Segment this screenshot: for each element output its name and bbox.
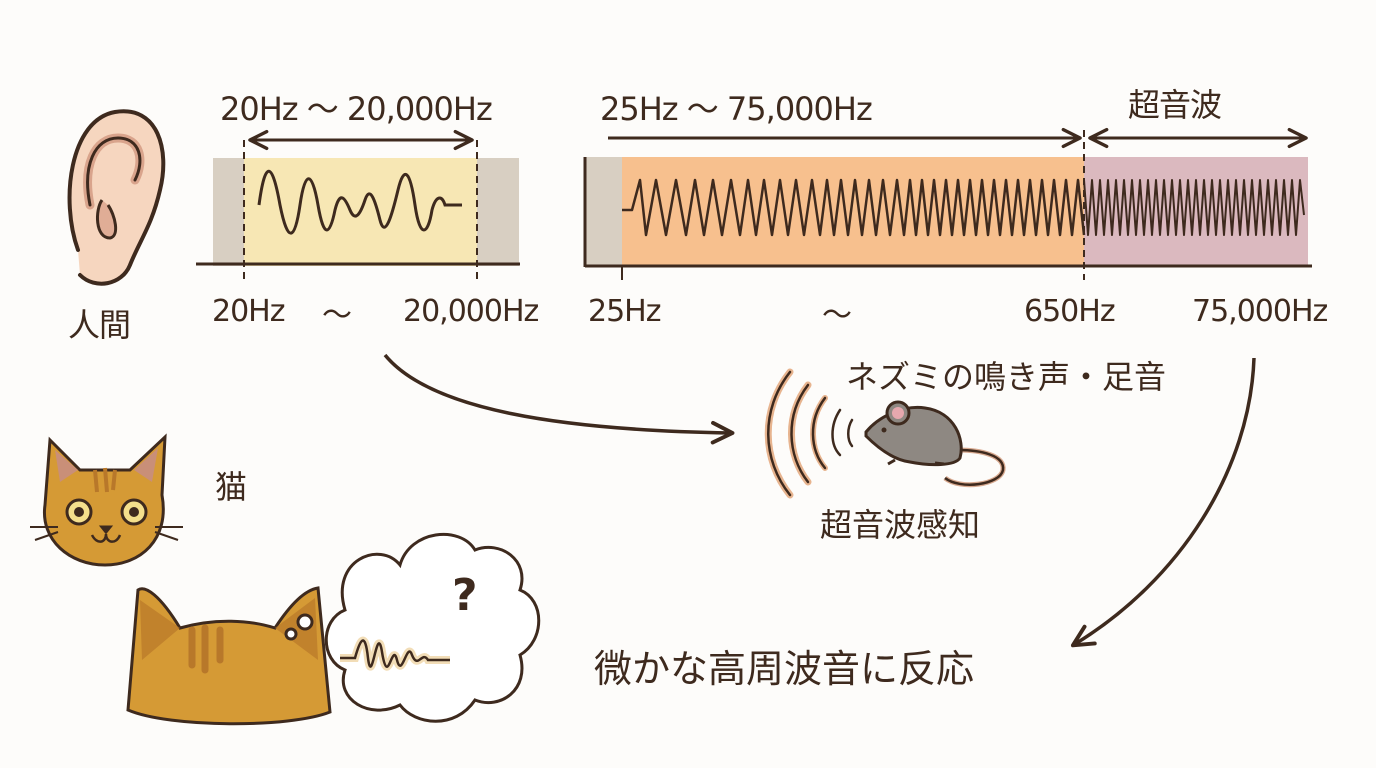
- cat-label: 猫: [215, 468, 247, 506]
- human-axis-min: 20Hz: [212, 294, 285, 329]
- arrow-to-reaction: [1070, 357, 1256, 648]
- cat-back-icon: [126, 586, 332, 726]
- ultrasonic-title: 超音波: [1128, 86, 1222, 124]
- cat-axis-max: 75,000Hz: [1192, 294, 1328, 329]
- human-range-title: 20Hz ～ 20,000Hz: [220, 90, 493, 128]
- mouse-icon: [864, 400, 1006, 488]
- cat-hearing-band: [583, 127, 1312, 280]
- audible-wave: [622, 178, 1086, 237]
- cat-range-title: 25Hz ～ 75,000Hz: [600, 90, 873, 128]
- mouse-caption-bottom: 超音波感知: [820, 506, 981, 544]
- sound-waves-icon: [764, 368, 854, 499]
- mouse-caption-top: ネズミの鳴き声・足音: [846, 358, 1167, 396]
- cat-axis-min: 25Hz: [588, 294, 661, 329]
- ultrasonic-wave: [1083, 179, 1305, 236]
- arrow-to-mouse: [383, 353, 735, 445]
- human-hearing-band: [196, 129, 520, 280]
- cat-axis-mid: 650Hz: [1024, 294, 1116, 329]
- human-label: 人間: [68, 306, 131, 344]
- cat-axis-tilde: ～: [822, 298, 852, 333]
- human-ear-icon: [67, 109, 166, 286]
- question-mark: ?: [452, 570, 478, 621]
- thought-bubble: [284, 533, 541, 723]
- human-axis-max: 20,000Hz: [403, 294, 539, 329]
- cat-face-icon: [30, 433, 183, 567]
- human-axis-tilde: ～: [322, 298, 352, 333]
- reaction-caption: 微かな高周波音に反応: [594, 647, 975, 691]
